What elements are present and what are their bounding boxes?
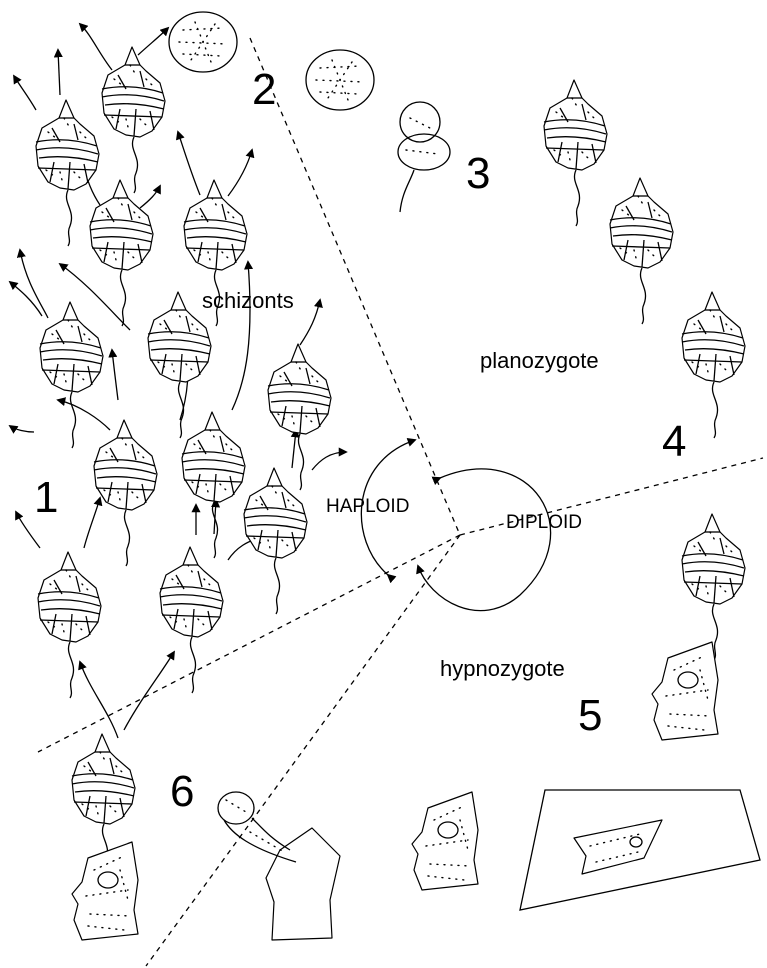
hypnozygote-cyst <box>652 642 718 740</box>
haploid-cells <box>36 47 331 880</box>
planozygote-cell <box>610 178 673 324</box>
sediment-cyst <box>520 790 760 910</box>
arrow <box>312 452 346 470</box>
arrow <box>58 400 110 430</box>
planozygote-cell <box>682 292 745 438</box>
empty-cyst <box>72 842 138 940</box>
schizont-cell <box>90 180 153 326</box>
arrow <box>14 76 36 110</box>
schizont-cell <box>244 468 307 614</box>
arrow <box>20 250 48 318</box>
schizont-cell <box>36 100 99 246</box>
diploid-label: DIPLOID <box>506 512 582 533</box>
arrow <box>138 28 168 55</box>
arrow <box>112 350 118 400</box>
fusing-gametes <box>398 102 450 212</box>
arrow <box>178 132 200 195</box>
hypnozygote-label: hypnozygote <box>440 656 565 681</box>
boundary-line-2 <box>250 38 460 535</box>
arrow <box>80 24 112 70</box>
hypnozygote-cyst <box>412 792 478 890</box>
planozygote-label: planozygote <box>480 348 599 373</box>
arrow <box>80 662 118 738</box>
arrow <box>84 498 100 548</box>
schizont-cell <box>268 344 331 490</box>
stage-number-1: 1 <box>34 473 58 522</box>
gamete-cell <box>306 50 374 110</box>
arrow <box>58 50 60 95</box>
planozygote-cell <box>682 514 745 660</box>
haploid-label: HAPLOID <box>326 496 409 517</box>
arrow <box>232 262 250 410</box>
arrow <box>228 150 252 196</box>
boundary-line-6 <box>38 535 460 752</box>
diploid-cycle-arrow <box>418 469 551 611</box>
schizont-cell <box>40 302 103 448</box>
gamete-cell <box>169 12 237 72</box>
schizont-cell <box>94 420 157 566</box>
arrow <box>140 186 160 208</box>
stage-number-5: 5 <box>578 691 602 740</box>
stage-number-3: 3 <box>466 149 490 198</box>
schizont-cell <box>38 552 101 698</box>
schizont-cell <box>148 292 211 438</box>
planozygote-cell <box>544 80 607 226</box>
excysting-cell <box>218 792 340 940</box>
arrow <box>292 430 296 468</box>
arrow <box>300 300 320 345</box>
schizont-cell <box>160 547 223 693</box>
stage-number-2: 2 <box>252 65 276 114</box>
stage-number-4: 4 <box>662 417 686 466</box>
schizonts-label: schizonts <box>202 288 294 313</box>
arrow <box>124 652 174 730</box>
hypnozygotes <box>72 642 718 940</box>
arrow <box>10 426 34 432</box>
schizont-cell <box>182 412 245 558</box>
stage-number-6: 6 <box>170 767 194 816</box>
